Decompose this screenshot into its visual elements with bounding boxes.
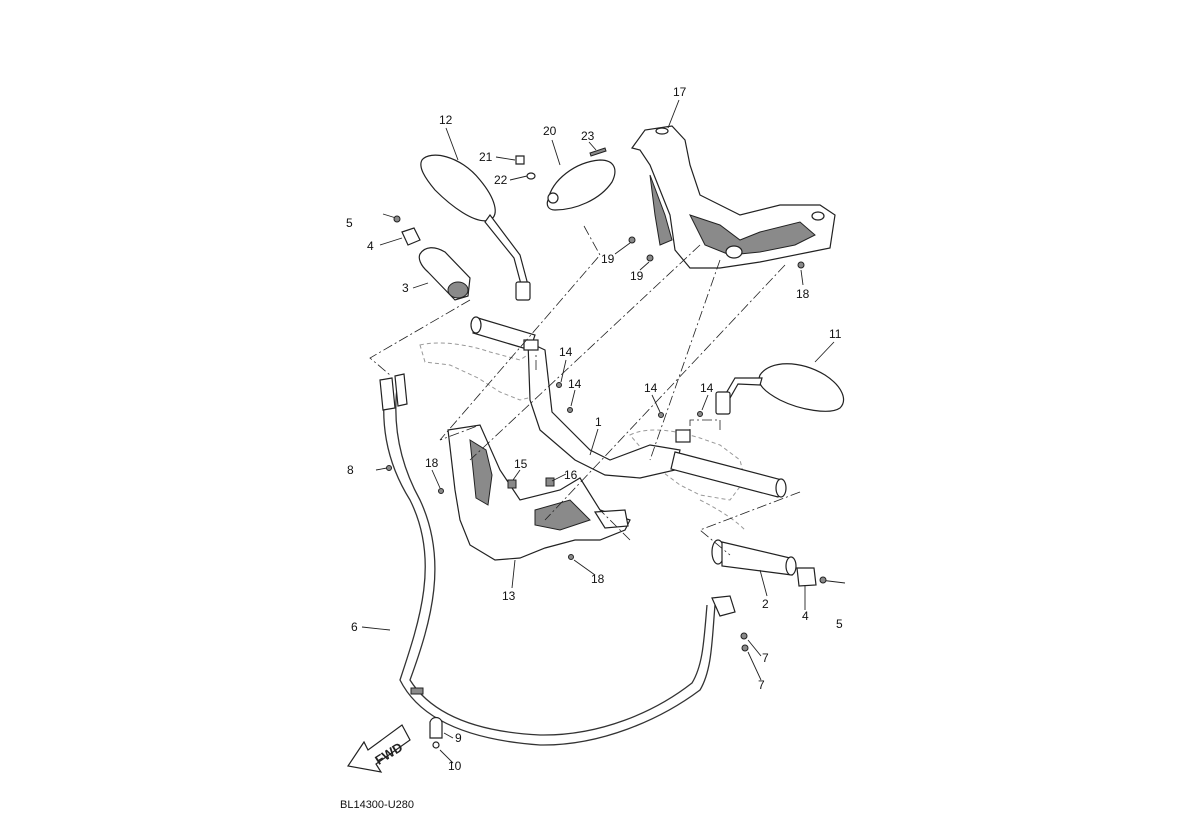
lower-cover-part-13 xyxy=(447,424,631,561)
callout-17: 17 xyxy=(673,85,687,99)
callout-13: 13 xyxy=(502,589,516,603)
callout-19-b: 19 xyxy=(630,269,644,283)
fasteners xyxy=(438,236,805,560)
callout-22: 22 xyxy=(494,173,508,187)
cover-part-20 xyxy=(515,147,616,211)
handlebar-part-1 xyxy=(419,316,787,531)
callout-18-b: 18 xyxy=(796,287,810,301)
callout-leaders xyxy=(361,99,835,764)
callout-11: 11 xyxy=(829,327,842,341)
callout-18-a: 18 xyxy=(425,456,439,470)
handlebar-cover-part-17 xyxy=(630,125,836,269)
callout-16: 16 xyxy=(564,468,578,482)
callout-1: 1 xyxy=(595,415,602,429)
brake-cables-part-6-7 xyxy=(375,373,749,749)
screw-part-8 xyxy=(386,465,392,471)
callout-6: 6 xyxy=(351,620,358,634)
callout-14-d: 14 xyxy=(700,381,714,395)
callout-20: 20 xyxy=(543,124,557,138)
callout-15: 15 xyxy=(514,457,528,471)
diagram-code: BL14300-U280 xyxy=(340,799,414,811)
screw-part-21 xyxy=(515,155,525,165)
callout-14-b: 14 xyxy=(568,377,582,391)
callout-12: 12 xyxy=(439,113,453,127)
callout-7-upper: 7 xyxy=(762,651,769,665)
callout-2: 2 xyxy=(762,597,769,611)
callout-19-a: 19 xyxy=(601,252,615,266)
callout-4-right: 4 xyxy=(802,609,809,623)
callout-21: 21 xyxy=(479,150,493,164)
callout-numbers: 1 2 3 4 4 5 5 6 7 7 8 9 10 11 12 13 14 1… xyxy=(346,85,843,773)
bolt-part-5b xyxy=(819,576,827,584)
grip-end-part-4b xyxy=(796,567,817,587)
clamp-part-9 xyxy=(429,716,443,739)
callout-23: 23 xyxy=(581,129,595,143)
bolt-part-5 xyxy=(393,215,401,223)
clip-part-23 xyxy=(589,147,607,157)
callout-9: 9 xyxy=(455,731,462,745)
callout-5-right: 5 xyxy=(836,617,843,631)
screw-part-10 xyxy=(432,741,440,749)
right-grip-assembly xyxy=(711,539,846,587)
left-grip-assembly xyxy=(382,213,471,301)
callout-18-c: 18 xyxy=(591,572,605,586)
callout-7-lower: 7 xyxy=(758,678,765,692)
callout-8: 8 xyxy=(347,463,354,477)
mirror-part-12 xyxy=(420,154,531,301)
mirror-part-11 xyxy=(715,363,845,415)
callout-5-left: 5 xyxy=(346,216,353,230)
forward-direction-arrow: FWD xyxy=(346,724,411,773)
cable-clamp xyxy=(410,687,424,695)
callout-3: 3 xyxy=(402,281,409,295)
washer-part-22 xyxy=(526,172,536,180)
callout-14-c: 14 xyxy=(644,381,658,395)
callout-10: 10 xyxy=(448,759,462,773)
callout-14-a: 14 xyxy=(559,345,573,359)
grip-end-part-4 xyxy=(401,227,421,246)
assembly-chain-lines xyxy=(369,225,801,556)
callout-4-left: 4 xyxy=(367,239,374,253)
